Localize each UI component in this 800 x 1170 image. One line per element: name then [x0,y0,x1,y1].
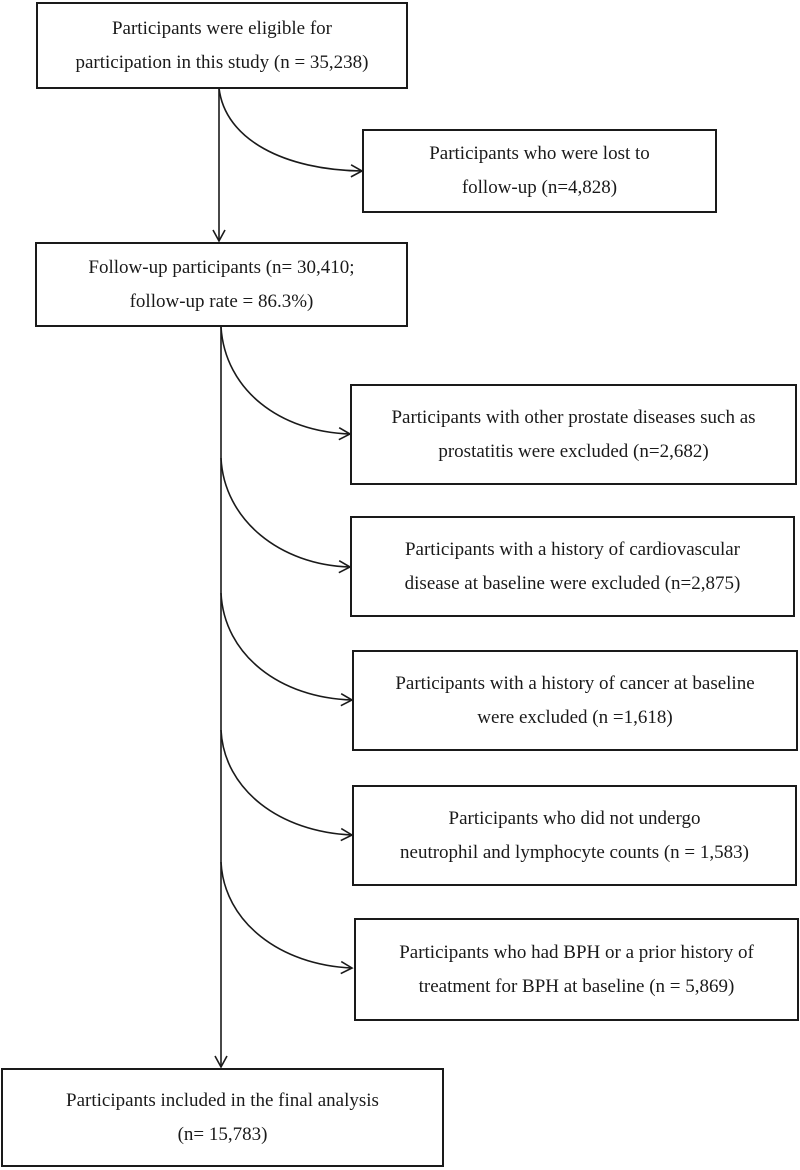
eligible-line-2: participation in this study (n = 35,238) [75,51,369,73]
excluded-prostate-box: Participants with other prostate disease… [350,384,797,485]
final-line-2: (n= 15,783) [177,1123,268,1145]
arrow-to-bph [220,861,354,975]
excluded-cancer-box: Participants with a history of cancer at… [352,650,798,751]
lost-to-followup-box: Participants who were lost to follow-up … [362,129,717,213]
excluded-bph-box: Participants who had BPH or a prior hist… [354,918,799,1021]
followup-line-1: Follow-up participants (n= 30,410; [88,256,355,278]
cardio-line-1: Participants with a history of cardiovas… [404,538,741,560]
lost-line-1: Participants who were lost to [429,143,650,164]
cancer-line-1: Participants with a history of cancer at… [395,672,755,694]
bph-line-1: Participants who had BPH or a prior hist… [399,941,754,963]
cardio-line-2: disease at baseline were excluded (n=2,8… [404,572,741,594]
counts-line-2: neutrophil and lymphocyte counts (n = 1,… [400,841,749,863]
followup-line-2: follow-up rate = 86.3%) [129,290,314,312]
bph-line-2: treatment for BPH at baseline (n = 5,869… [418,975,735,997]
arrow-to-cancer [220,592,354,707]
final-analysis-box: Participants included in the final analy… [1,1068,444,1167]
prostate-line-2: prostatitis were excluded (n=2,682) [438,440,709,462]
lost-line-2: follow-up (n=4,828) [461,177,618,198]
arrow-to-lost [218,87,364,178]
excluded-counts-box: Participants who did not undergo neutrop… [352,785,797,886]
eligible-box: Participants were eligible for participa… [36,2,408,89]
followup-participants-box: Follow-up participants (n= 30,410; follo… [35,242,408,327]
cancer-line-2: were excluded (n =1,618) [477,706,673,728]
arrow-to-prostate [220,326,352,441]
final-line-1: Participants included in the final analy… [66,1089,379,1111]
counts-line-1: Participants who did not undergo [448,807,701,829]
excluded-cardiovascular-box: Participants with a history of cardiovas… [350,516,795,617]
arrow-to-counts [220,729,354,842]
arrow-to-cardio [220,457,352,574]
prostate-line-1: Participants with other prostate disease… [391,406,756,428]
eligible-line-1: Participants were eligible for [111,17,332,39]
